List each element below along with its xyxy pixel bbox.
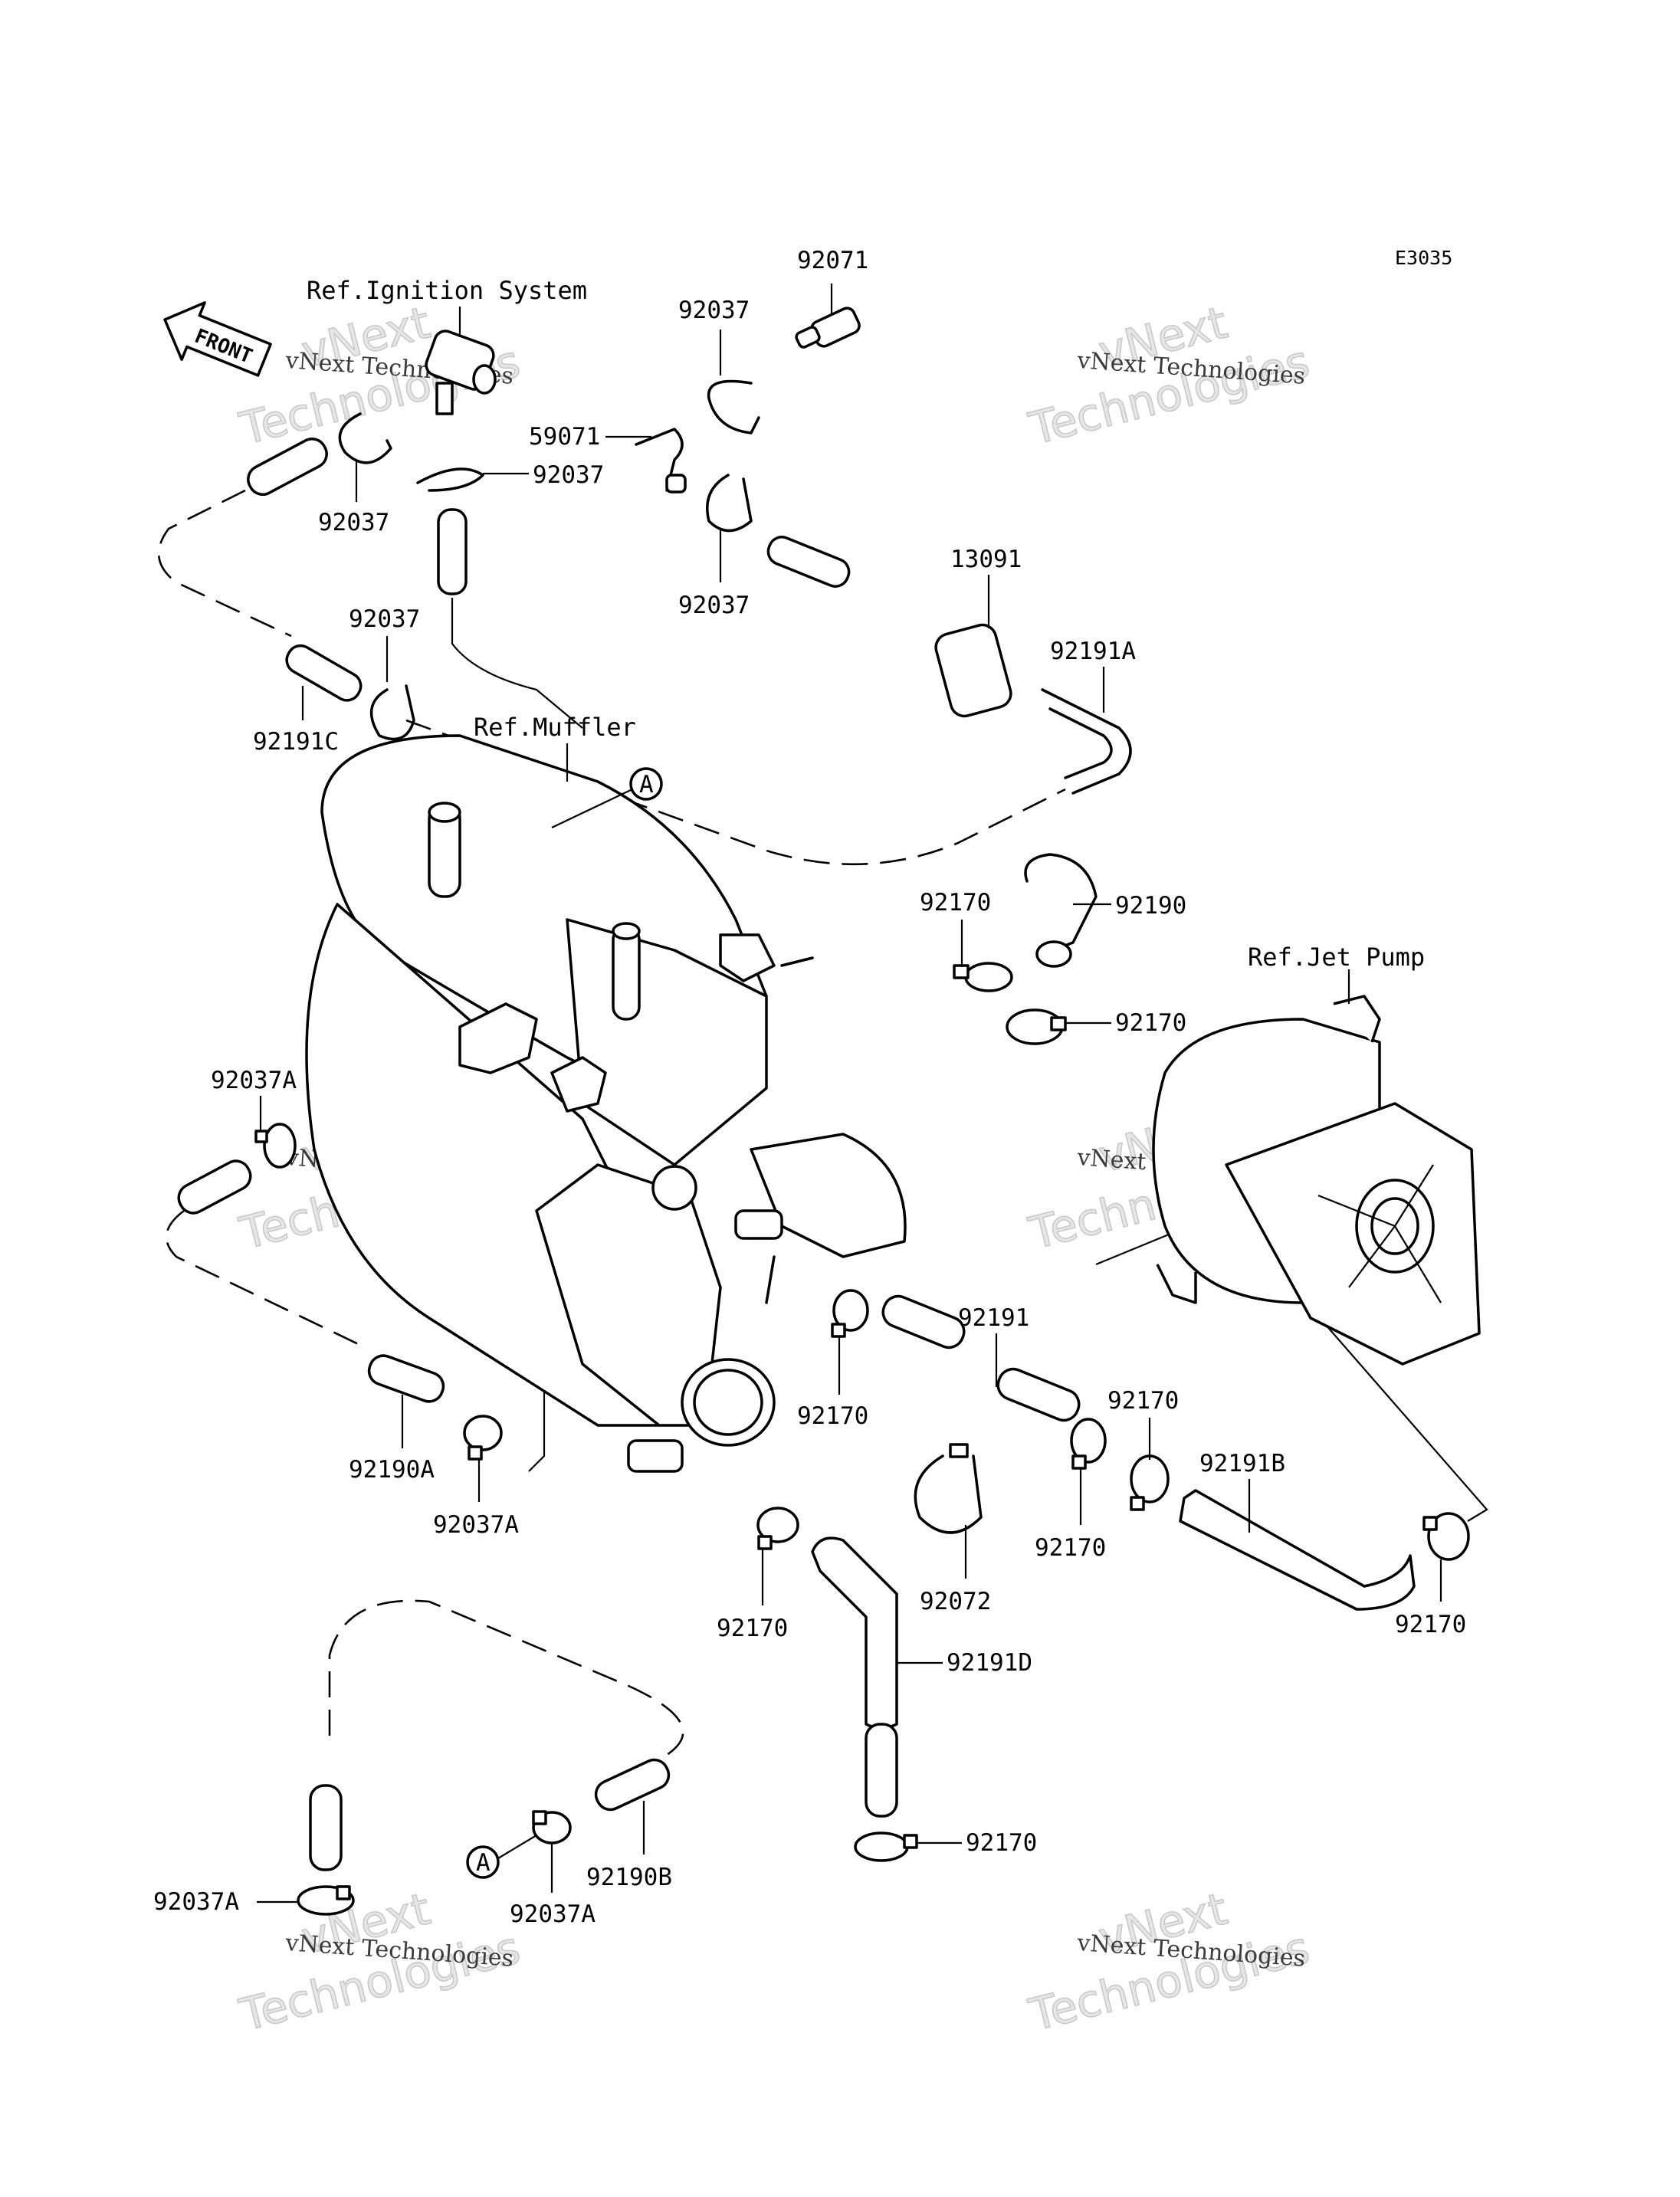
hose-vertical-upper (437, 508, 468, 595)
label-92037-left: 92037 (318, 509, 389, 536)
hose-92190a (367, 1354, 445, 1403)
label-92071: 92071 (797, 247, 868, 274)
label-92190: 92190 (1115, 892, 1186, 920)
label-92191: 92191 (958, 1304, 1029, 1332)
label-92037-top: 92037 (678, 297, 750, 324)
ref-jet-pump: Ref.Jet Pump (1248, 943, 1425, 972)
label-92170-bottom: 92170 (966, 1829, 1037, 1857)
callout-a-letter: A (476, 1849, 491, 1877)
callout-a-top: A (629, 767, 663, 801)
label-92191b: 92191B (1199, 1450, 1285, 1477)
callout-a-bottom: A (466, 1845, 500, 1879)
ref-muffler: Ref.Muffler (474, 713, 636, 742)
label-92170-center: 92170 (797, 1402, 868, 1430)
clamp-92072 (914, 1443, 983, 1534)
label-92191d: 92191D (947, 1649, 1032, 1677)
hose-route-bottom (328, 1599, 684, 1756)
hose-route-upper-left (157, 489, 292, 638)
clamp-92170-mid-right-2 (1130, 1454, 1170, 1511)
label-92170-mid: 92170 (1035, 1534, 1106, 1562)
label-92191a: 92191A (1050, 638, 1136, 665)
label-92191c: 92191C (253, 728, 339, 756)
callout-a-top-leader (551, 789, 633, 828)
ignition-fitting (425, 330, 497, 415)
clamp-92037a-center (463, 1415, 503, 1461)
clamp-92170-center (831, 1289, 869, 1338)
filter-13091 (934, 623, 1012, 718)
label-92037a-center: 92037A (433, 1511, 519, 1539)
route-line-jet-pump (1095, 1209, 1488, 1522)
hose-92191a (1041, 688, 1132, 795)
clamp-92037a-bottom-left (297, 1885, 355, 1916)
muffler-assembly (305, 734, 907, 1473)
clamp-92037-top (707, 379, 760, 434)
clamp-92170-top (953, 962, 1013, 992)
route-line-bypass (451, 598, 583, 729)
label-92037a-bottom-left: 92037A (153, 1888, 239, 1916)
hose-92191b (1179, 1489, 1416, 1611)
label-92170-upper-right: 92170 (1107, 1387, 1179, 1415)
hose-92190b (594, 1758, 671, 1812)
label-92190a: 92190A (349, 1456, 435, 1484)
fitting-92071 (795, 307, 861, 349)
elbow-59071 (635, 428, 687, 494)
callout-a-bottom-leader (497, 1835, 537, 1859)
label-92170-right: 92170 (1115, 1009, 1186, 1037)
hose-left-short (177, 1159, 252, 1215)
clamp-92170-mid-right (1070, 1418, 1107, 1470)
callout-a-letter: A (639, 771, 654, 798)
hose-92191c-upper (247, 437, 328, 497)
hose-route-left (165, 1209, 369, 1350)
label-13091: 13091 (950, 546, 1022, 573)
clamp-92170-far-right (1422, 1512, 1470, 1561)
front-arrow: FRONT (163, 301, 272, 377)
label-92170-lower: 92170 (717, 1615, 788, 1642)
watermark-bottom-right: vNext Technologies vNext Technologies (1023, 1882, 1314, 2042)
clamp-92037-mid (706, 474, 753, 533)
label-92037a-left: 92037A (211, 1067, 297, 1094)
watermark-top-right: vNext Technologies vNext Technologies (1023, 296, 1314, 456)
front-arrow-icon (163, 301, 272, 377)
hose-92191d (811, 1536, 898, 1818)
label-92037a-bottom: 92037A (510, 1900, 596, 1928)
hose-92191c (285, 644, 363, 702)
hose-short-top-right (766, 536, 851, 588)
jet-pump (1152, 995, 1481, 1366)
label-92170-far-right: 92170 (1395, 1611, 1466, 1638)
label-92072: 92072 (920, 1588, 991, 1615)
clamp-92170-bottom (854, 1831, 918, 1862)
clamp-92037a-bottom (532, 1810, 572, 1844)
clamp-92037-under-ignition (416, 467, 484, 492)
clamp-92037-left (338, 412, 392, 464)
watermark-bottom-left: vNext Technologies vNext Technologies (234, 1882, 525, 2042)
clamp-92170-lower (756, 1507, 799, 1550)
label-92037-under-ignition: 92037 (533, 461, 604, 489)
label-92037-center: 92037 (349, 605, 420, 633)
clamp-92037a-left (254, 1123, 297, 1169)
ref-ignition-system: Ref.Ignition System (307, 276, 587, 305)
label-92190b: 92190B (586, 1864, 672, 1891)
diagram-code: E3035 (1395, 247, 1452, 269)
clamp-92170-right (1006, 1008, 1067, 1045)
label-92037-mid: 92037 (678, 592, 750, 619)
clamp-92037-center (369, 684, 415, 741)
label-59071: 59071 (529, 423, 600, 451)
hose-route-upper-center (405, 719, 1066, 866)
hose-92191 (881, 1294, 1081, 1422)
hose-vertical-bottom-left (309, 1784, 343, 1871)
label-92170-top: 92170 (920, 889, 991, 917)
hose-92190 (1024, 853, 1098, 968)
